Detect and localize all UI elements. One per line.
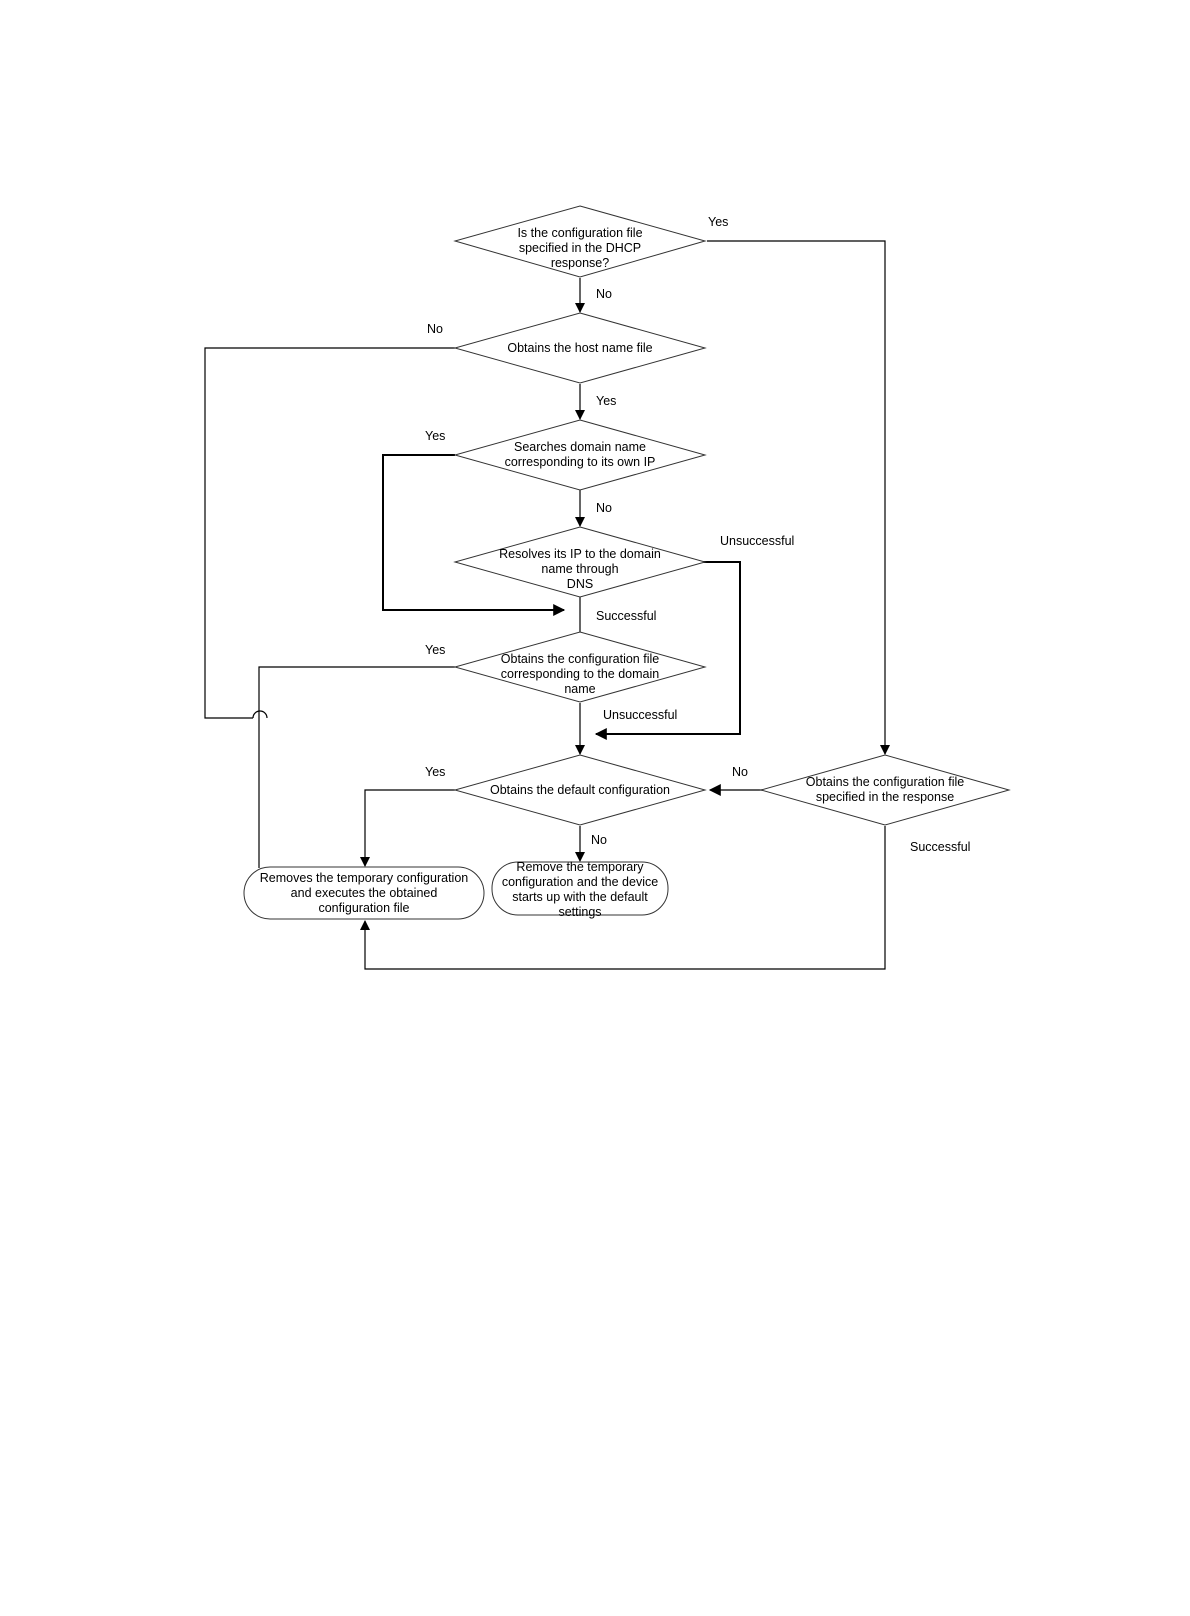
- search-domain-line-1: Searches domain name: [514, 440, 646, 454]
- search-domain-line-2: corresponding to its own IP: [505, 455, 656, 469]
- default-settings-line-3: starts up with the default: [512, 890, 648, 904]
- label-specified-no: No: [732, 765, 748, 779]
- label-dhcp-no: No: [596, 287, 612, 301]
- dhcp-question-line-3: response?: [551, 256, 609, 270]
- node-labels: Is the configuration file specified in t…: [260, 226, 964, 919]
- decision-obtain-specified: [759, 754, 1011, 826]
- terminal-default-settings: [491, 861, 669, 916]
- label-dns-unsuccessful: Unsuccessful: [720, 534, 794, 548]
- obtain-by-domain-line-1: Obtains the configuration file: [501, 652, 659, 666]
- dhcp-question-line-2: specified in the DHCP: [519, 241, 641, 255]
- dhcp-question-line-1: Is the configuration file: [517, 226, 642, 240]
- decision-obtain-by-domain: [453, 631, 707, 703]
- edge-dns-unsuccessful: [594, 561, 741, 740]
- edge-host-no-hop: [252, 710, 268, 719]
- label-search-no: No: [596, 501, 612, 515]
- terminal-execute-obtained: [243, 866, 485, 920]
- obtain-specified-line-1: Obtains the configuration file: [806, 775, 964, 789]
- execute-obtained-line-3: configuration file: [318, 901, 409, 915]
- decision-obtain-default: [453, 754, 707, 826]
- label-dhcp-yes: Yes: [708, 215, 728, 229]
- decision-host-name: [453, 312, 707, 384]
- execute-obtained-line-2: and executes the obtained: [291, 886, 438, 900]
- default-settings-line-4: settings: [558, 905, 601, 919]
- label-host-yes: Yes: [596, 394, 616, 408]
- obtain-specified-line-2: specified in the response: [816, 790, 954, 804]
- edge-domain-yes: [258, 666, 455, 868]
- label-host-no: No: [427, 322, 443, 336]
- connectors: [204, 240, 890, 970]
- label-dns-successful: Successful: [596, 609, 656, 623]
- label-search-yes: Yes: [425, 429, 445, 443]
- resolve-dns-line-3: DNS: [567, 577, 593, 591]
- label-domain-unsuccessful: Unsuccessful: [603, 708, 677, 722]
- obtain-default-label: Obtains the default configuration: [490, 783, 670, 797]
- label-default-yes: Yes: [425, 765, 445, 779]
- edge-labels: Yes No No Yes Yes No Unsuccessful Succes…: [425, 215, 970, 854]
- obtain-by-domain-line-3: name: [564, 682, 595, 696]
- edge-specified-successful: [360, 826, 886, 970]
- resolve-dns-line-1: Resolves its IP to the domain: [499, 547, 661, 561]
- decision-resolve-dns: [453, 526, 707, 598]
- edge-dhcp-yes: [707, 240, 890, 755]
- obtain-by-domain-line-2: corresponding to the domain: [501, 667, 659, 681]
- label-specified-successful: Successful: [910, 840, 970, 854]
- decision-search-domain: [453, 419, 707, 491]
- label-default-no: No: [591, 833, 607, 847]
- decision-dhcp: [453, 205, 707, 278]
- resolve-dns-line-2: name through: [541, 562, 618, 576]
- edge-host-no: [204, 347, 455, 719]
- host-name-label: Obtains the host name file: [507, 341, 652, 355]
- default-settings-line-2: configuration and the device: [502, 875, 658, 889]
- edge-search-yes: [382, 454, 566, 616]
- execute-obtained-line-1: Removes the temporary configuration: [260, 871, 468, 885]
- edge-default-yes: [360, 789, 455, 867]
- default-settings-line-1: Remove the temporary: [516, 860, 644, 874]
- shapes: [243, 205, 1011, 920]
- label-domain-yes: Yes: [425, 643, 445, 657]
